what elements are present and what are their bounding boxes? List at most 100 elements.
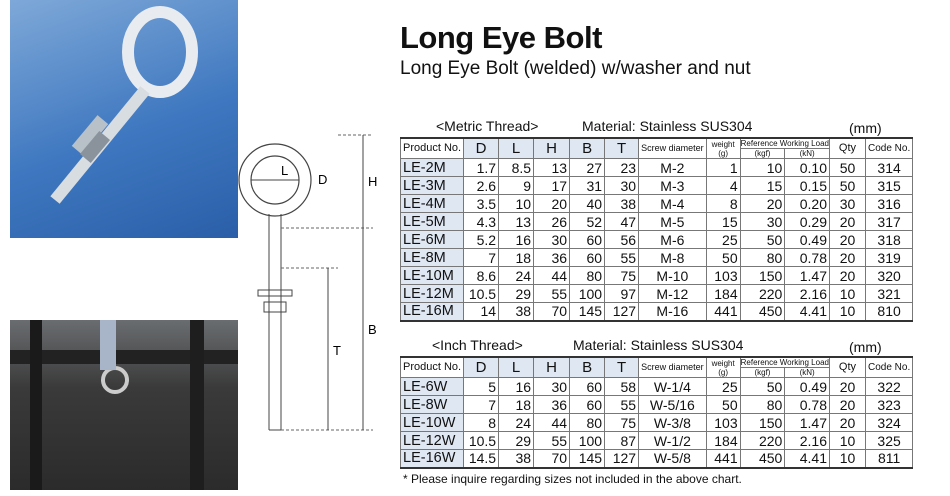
cell: 13 <box>533 158 571 177</box>
cell: 10 <box>739 158 786 177</box>
cell: 0.20 <box>784 194 830 213</box>
cell: LE-2M <box>399 158 465 177</box>
cell: 0.49 <box>784 230 830 249</box>
cell: 441 <box>705 302 741 321</box>
cell: 3.5 <box>463 194 500 213</box>
col-load: Reference Working Load <box>740 358 829 368</box>
col-kn: (kN) <box>799 368 815 377</box>
cell: 60 <box>569 377 606 396</box>
cell: 24 <box>498 266 535 285</box>
footnote: * Please inquire regarding sizes not inc… <box>403 472 742 486</box>
cell: 150 <box>739 266 786 285</box>
col-screw: Screw diameter <box>638 356 707 378</box>
col-kgf: (kgf) <box>741 368 786 377</box>
cell: 30 <box>533 230 571 249</box>
cell: 40 <box>569 194 606 213</box>
col-kn: (kN) <box>799 149 815 158</box>
cell: 55 <box>604 395 640 414</box>
cell: 55 <box>604 248 640 267</box>
cell: 30 <box>739 212 786 231</box>
cell: 8.6 <box>463 266 500 285</box>
cell: 20 <box>533 194 571 213</box>
cell: LE-10M <box>399 266 465 285</box>
cell: M-5 <box>638 212 707 231</box>
cell: 80 <box>739 248 786 267</box>
diagram-label-t: T <box>333 343 341 358</box>
cell: 220 <box>739 284 786 303</box>
cell: 184 <box>705 284 741 303</box>
cell: 50 <box>705 395 741 414</box>
cell: 38 <box>498 302 535 321</box>
cell: 44 <box>533 266 571 285</box>
cell: 103 <box>705 413 741 432</box>
cell: 15 <box>739 176 786 195</box>
cell: 16 <box>498 377 535 396</box>
col-kgf: (kgf) <box>741 149 786 158</box>
cell: LE-16M <box>399 302 465 321</box>
cell: 145 <box>569 449 606 468</box>
cell: 450 <box>739 449 786 468</box>
cell: 50 <box>739 377 786 396</box>
cell: 127 <box>604 302 640 321</box>
cell: 2.16 <box>784 431 830 450</box>
col-screw: Screw diameter <box>638 137 707 159</box>
cell: LE-3M <box>399 176 465 195</box>
inch-caption: <Inch Thread> <box>432 337 523 353</box>
cell: 8.5 <box>498 158 535 177</box>
cell: 103 <box>705 266 741 285</box>
cell: 10.5 <box>463 284 500 303</box>
cell: 18 <box>498 248 535 267</box>
cell: 56 <box>604 230 640 249</box>
cell: 0.15 <box>784 176 830 195</box>
cell: 810 <box>864 302 914 321</box>
cell: 30 <box>533 377 571 396</box>
cell: LE-10W <box>399 413 465 432</box>
col-code: Code No. <box>864 356 914 378</box>
cell: 315 <box>864 176 914 195</box>
cell: 325 <box>864 431 914 450</box>
diagram-label-l: L <box>281 163 288 178</box>
cell: 60 <box>569 248 606 267</box>
cell: M-8 <box>638 248 707 267</box>
cell: 127 <box>604 449 640 468</box>
installation-photo-icon <box>10 320 238 490</box>
cell: 0.78 <box>784 248 830 267</box>
cell: 60 <box>569 230 606 249</box>
cell: 30 <box>828 194 866 213</box>
cell: LE-6M <box>399 230 465 249</box>
cell: 10 <box>828 449 866 468</box>
cell: M-4 <box>638 194 707 213</box>
cell: 4 <box>705 176 741 195</box>
col-b: B <box>569 356 606 378</box>
col-weight: weight <box>711 358 735 368</box>
cell: 23 <box>604 158 640 177</box>
cell: M-2 <box>638 158 707 177</box>
cell: 36 <box>533 395 571 414</box>
col-t: T <box>604 137 640 159</box>
col-qty: Qty <box>828 137 866 159</box>
cell: 4.3 <box>463 212 500 231</box>
cell: 4.41 <box>784 302 830 321</box>
cell: 20 <box>828 248 866 267</box>
cell: 322 <box>864 377 914 396</box>
cell: 80 <box>569 266 606 285</box>
diagram-label-d: D <box>318 172 327 187</box>
cell: M-6 <box>638 230 707 249</box>
cell: 184 <box>705 431 741 450</box>
cell: W-5/8 <box>638 449 707 468</box>
cell: LE-12W <box>399 431 465 450</box>
col-h: H <box>533 137 571 159</box>
cell: 25 <box>705 230 741 249</box>
cell: 20 <box>828 395 866 414</box>
cell: 7 <box>463 248 500 267</box>
cell: W-1/2 <box>638 431 707 450</box>
